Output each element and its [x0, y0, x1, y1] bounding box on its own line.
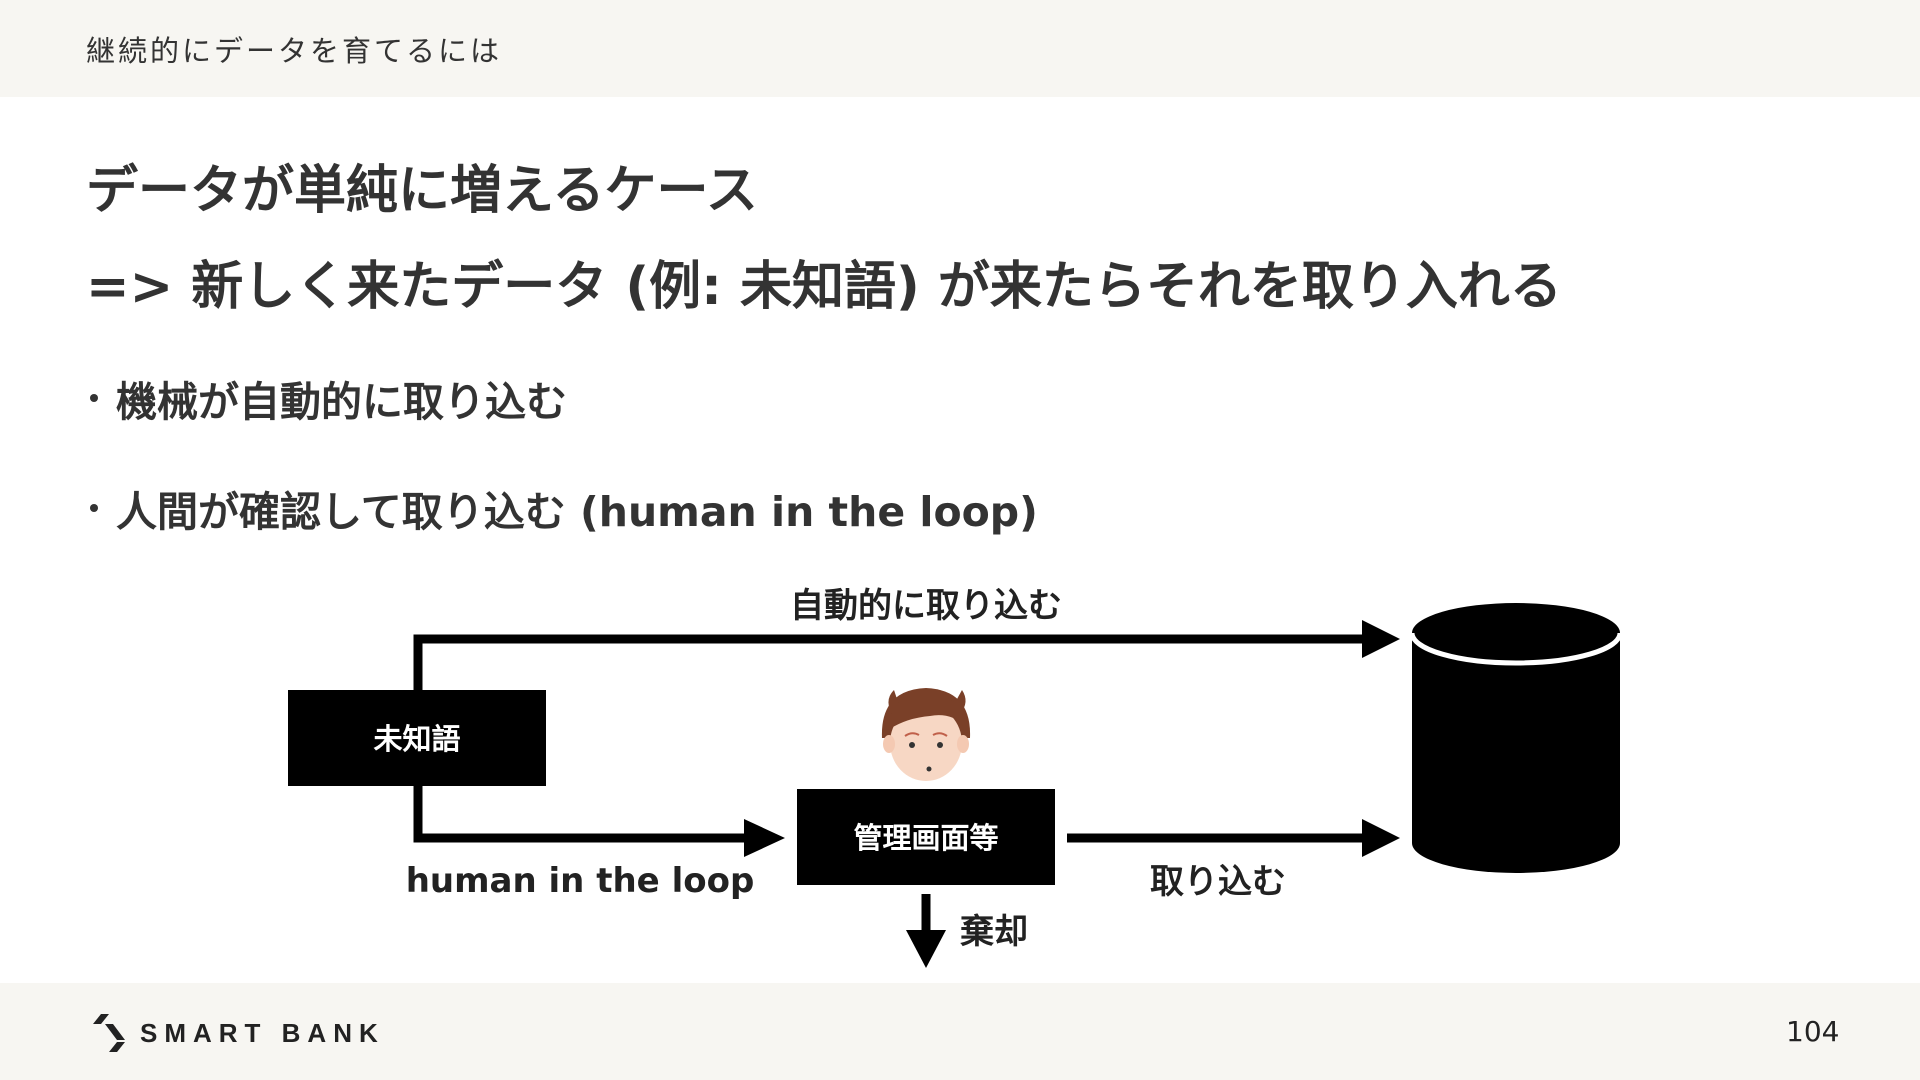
admin-screen-label: 管理画面等 [853, 821, 998, 855]
person-face-icon [881, 688, 971, 781]
section-title: 継続的にデータを育てるには [86, 34, 503, 68]
bullet-dot-icon [90, 394, 98, 402]
headline-line-2: => 新しく来たデータ (例: 未知語) が来たらそれを取り入れる [86, 257, 1562, 317]
smartbank-logo-mark-icon [93, 1014, 125, 1052]
bullet-item-auto: 機械が自動的に取り込む [86, 368, 567, 428]
import-arrow [1067, 819, 1400, 857]
page-number: 104 [1786, 1015, 1840, 1048]
auto-import-label: 自動的に取り込む [790, 586, 1062, 626]
bullet-text: 機械が自動的に取り込む [116, 378, 567, 426]
header-band [0, 0, 1920, 97]
discard-arrow [906, 894, 946, 968]
smartbank-logo: SMART BANK [92, 1012, 385, 1054]
bullet-item-human: 人間が確認して取り込む (human in the loop) [86, 478, 1038, 538]
database-cylinder-icon [1409, 603, 1623, 873]
discard-label: 棄却 [960, 912, 1028, 952]
human-in-the-loop-arrow [413, 783, 785, 857]
bullet-text: 人間が確認して取り込む (human in the loop) [116, 488, 1038, 536]
admin-screen-box [797, 789, 1055, 885]
footer-band [0, 983, 1920, 1080]
bullet-dot-icon [90, 504, 98, 512]
unknown-words-label: 未知語 [373, 722, 460, 756]
headline-line-1: データが単純に増えるケース [86, 161, 758, 221]
import-label: 取り込む [1150, 862, 1286, 902]
smartbank-logo-text: SMART BANK [140, 1017, 385, 1048]
human-in-the-loop-label: human in the loop [406, 861, 755, 901]
unknown-words-box [288, 690, 546, 786]
auto-import-arrow [413, 620, 1400, 693]
